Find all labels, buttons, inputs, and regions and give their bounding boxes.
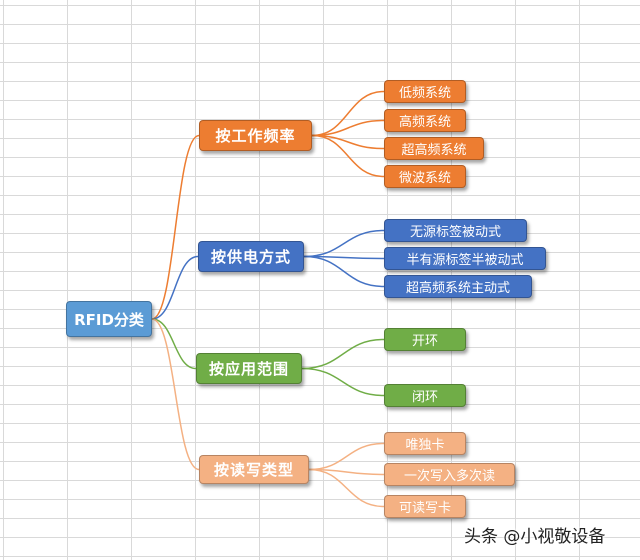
- leaf-label: 可读写卡: [398, 501, 451, 516]
- leaf-node-read-write-card[interactable]: 可读写卡: [384, 495, 466, 518]
- category-label: 按读写类型: [213, 461, 294, 479]
- leaf-node-semi-passive-tag[interactable]: 半有源标签半被动式: [384, 247, 546, 270]
- leaf-node-read-only-card[interactable]: 唯独卡: [384, 432, 466, 455]
- leaf-node-ultra-high-frequency[interactable]: 超高频系统: [384, 137, 484, 160]
- category-node-frequency[interactable]: 按工作频率: [199, 120, 312, 151]
- root-node-label: RFID分类: [74, 310, 144, 329]
- connector-power-to-leaf-0: [303, 229, 385, 258]
- connector-application-to-leaf-0: [301, 338, 385, 370]
- connector-application-to-leaf-1: [301, 367, 385, 397]
- connector-rw-to-leaf-2: [308, 468, 385, 508]
- connector-power-to-leaf-1: [303, 255, 385, 260]
- leaf-label: 一次写入多次读: [403, 469, 495, 484]
- connector-power-to-leaf-2: [303, 255, 385, 288]
- leaf-label: 高频系统: [398, 115, 451, 130]
- connector-root-to-power: [151, 255, 199, 320]
- leaf-label: 低频系统: [398, 86, 451, 101]
- leaf-node-write-once-read-many[interactable]: 一次写入多次读: [384, 463, 515, 486]
- category-label: 按工作频率: [215, 127, 296, 145]
- leaf-node-microwave[interactable]: 微波系统: [384, 165, 466, 188]
- connector-root-to-application: [151, 318, 197, 370]
- leaf-label: 开环: [411, 334, 438, 349]
- leaf-label: 无源标签被动式: [409, 225, 501, 240]
- category-node-application-range[interactable]: 按应用范围: [196, 353, 302, 384]
- leaf-label: 超高频系统主动式: [405, 281, 510, 296]
- leaf-node-low-frequency[interactable]: 低频系统: [384, 80, 466, 103]
- leaf-label: 微波系统: [398, 171, 451, 186]
- leaf-label: 超高频系统: [401, 143, 467, 158]
- connector-rw-to-leaf-0: [308, 442, 385, 471]
- leaf-node-open-loop[interactable]: 开环: [384, 328, 466, 351]
- connector-root-to-rw: [151, 318, 200, 471]
- leaf-node-high-frequency[interactable]: 高频系统: [384, 109, 466, 132]
- leaf-label: 半有源标签半被动式: [406, 253, 524, 268]
- connector-frequency-to-leaf-2: [311, 134, 385, 150]
- connector-frequency-to-leaf-0: [311, 90, 385, 137]
- category-node-power-supply[interactable]: 按供电方式: [198, 241, 304, 272]
- connector-frequency-to-leaf-3: [311, 134, 385, 178]
- category-label: 按应用范围: [208, 360, 289, 378]
- watermark-text: 头条 @小视敬设备: [464, 527, 606, 547]
- category-label: 按供电方式: [210, 248, 291, 266]
- connector-frequency-to-leaf-1: [311, 119, 385, 137]
- connector-root-to-frequency: [151, 134, 200, 320]
- leaf-node-passive-tag[interactable]: 无源标签被动式: [384, 219, 527, 242]
- leaf-label: 闭环: [411, 390, 438, 405]
- root-node-rfid[interactable]: RFID分类: [66, 301, 152, 337]
- category-node-read-write-type[interactable]: 按读写类型: [199, 455, 309, 484]
- leaf-label: 唯独卡: [405, 438, 445, 453]
- leaf-node-closed-loop[interactable]: 闭环: [384, 384, 466, 407]
- leaf-node-active-tag[interactable]: 超高频系统主动式: [384, 275, 532, 298]
